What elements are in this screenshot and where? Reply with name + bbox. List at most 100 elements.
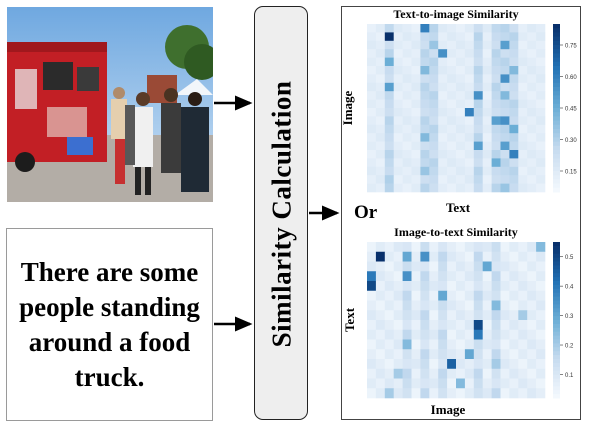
heatmap-cell	[464, 175, 475, 184]
heatmap-cell	[509, 74, 519, 84]
heatmap-cell	[367, 310, 377, 321]
heatmap-cell	[384, 91, 394, 100]
heatmap-ylabel: Text	[342, 307, 357, 332]
colorbar-segment	[553, 45, 560, 50]
heatmap-cell	[447, 388, 457, 399]
colorbar-segment	[553, 339, 560, 344]
heatmap-cell	[482, 108, 492, 117]
heatmap-cell	[447, 281, 457, 292]
heatmap-cell	[536, 261, 546, 272]
heatmap-cell	[367, 251, 377, 262]
heatmap-cell	[491, 251, 501, 262]
heatmap-cell	[464, 40, 475, 50]
heatmap-cell	[411, 124, 421, 134]
heatmap-cell	[393, 320, 403, 331]
heatmap-cell	[375, 124, 386, 134]
heatmap-cell	[384, 271, 394, 282]
heatmap-cell	[429, 40, 439, 50]
heatmap-cell	[482, 32, 492, 42]
heatmap-cell	[518, 310, 528, 321]
heatmap-cell	[384, 66, 394, 75]
heatmap-cell	[509, 32, 519, 42]
heatmap-cell	[447, 300, 457, 311]
heatmap-cell	[536, 141, 546, 151]
heatmap-cell	[464, 158, 475, 168]
heatmap-cell	[438, 183, 448, 193]
heatmap-cell	[367, 388, 377, 399]
heatmap-cell	[491, 290, 501, 301]
heatmap-cell	[473, 271, 483, 282]
heatmap-cell	[536, 91, 546, 100]
heatmap-cell	[491, 368, 501, 379]
heatmap-cell	[518, 82, 528, 92]
heatmap-cell	[447, 24, 457, 33]
heatmap-cell	[438, 310, 448, 321]
heatmap-cell	[464, 271, 475, 282]
heatmap-cell	[491, 349, 501, 360]
colorbar-segment	[553, 257, 560, 262]
heatmap-cell	[447, 166, 457, 176]
heatmap-cell	[491, 82, 501, 92]
heatmap-cell	[420, 329, 430, 340]
heatmap-cell	[411, 368, 421, 379]
colorbar-segment	[553, 78, 560, 84]
heatmap-cell	[509, 290, 519, 301]
heatmap-cell	[393, 133, 403, 142]
heatmap-cell	[464, 82, 475, 92]
heatmap-cell	[482, 175, 492, 184]
heatmap-cell	[402, 116, 412, 126]
heatmap-cell	[402, 359, 412, 370]
heatmap-cell	[367, 158, 377, 168]
heatmap-cell	[438, 271, 448, 282]
heatmap-cell	[527, 175, 537, 184]
heatmap-cell	[491, 57, 501, 67]
heatmap-cell	[500, 141, 510, 151]
heatmap-cell	[411, 359, 421, 370]
heatmap-cell	[393, 49, 403, 58]
heatmap-cell	[473, 158, 483, 168]
colorbar-segment	[553, 386, 560, 391]
heatmap-cell	[438, 166, 448, 176]
heatmap-cell	[411, 24, 421, 33]
heatmap-cell	[509, 175, 519, 184]
heatmap-cell	[367, 359, 377, 370]
colorbar-tick-label: 0.30	[565, 138, 577, 144]
heatmap-cell	[500, 32, 510, 42]
colorbar-segment	[553, 261, 560, 266]
heatmap-cell	[447, 74, 457, 84]
heatmap-cell	[491, 281, 501, 292]
heatmap-cell	[491, 124, 501, 134]
heatmap-cell	[500, 49, 510, 58]
heatmap-cell	[411, 339, 421, 350]
heatmap-cell	[473, 310, 483, 321]
heatmap-cell	[393, 300, 403, 311]
heatmap-cell	[509, 24, 519, 33]
heatmap-cell	[384, 150, 394, 159]
heatmap-cell	[518, 368, 528, 379]
heatmap-cell	[411, 349, 421, 360]
heatmap-cell	[456, 388, 466, 399]
heatmap-cell	[536, 378, 546, 389]
heatmap-cell	[438, 242, 448, 253]
heatmap-ylabel: Image	[340, 90, 355, 125]
heatmap-cell	[375, 49, 386, 58]
heatmap-cell	[473, 108, 483, 117]
heatmap-cell	[375, 175, 386, 184]
heatmap-cell	[402, 339, 412, 350]
colorbar-segment	[553, 331, 560, 337]
heatmap-cell	[500, 339, 510, 350]
heatmap-cell	[411, 183, 421, 193]
heatmap-cell	[456, 359, 466, 370]
heatmap-cell	[438, 359, 448, 370]
heatmap-cell	[393, 108, 403, 117]
heatmap-cell	[464, 339, 475, 350]
heatmap-cell	[509, 310, 519, 321]
heatmap-cell	[429, 166, 439, 176]
heatmap-cell	[482, 300, 492, 311]
heatmap-cell	[411, 158, 421, 168]
heatmap-cell	[438, 141, 448, 151]
heatmap-cell	[375, 290, 386, 301]
heatmap-cell	[375, 24, 386, 33]
heatmap-cell	[429, 251, 439, 262]
heatmap-cell	[509, 368, 519, 379]
